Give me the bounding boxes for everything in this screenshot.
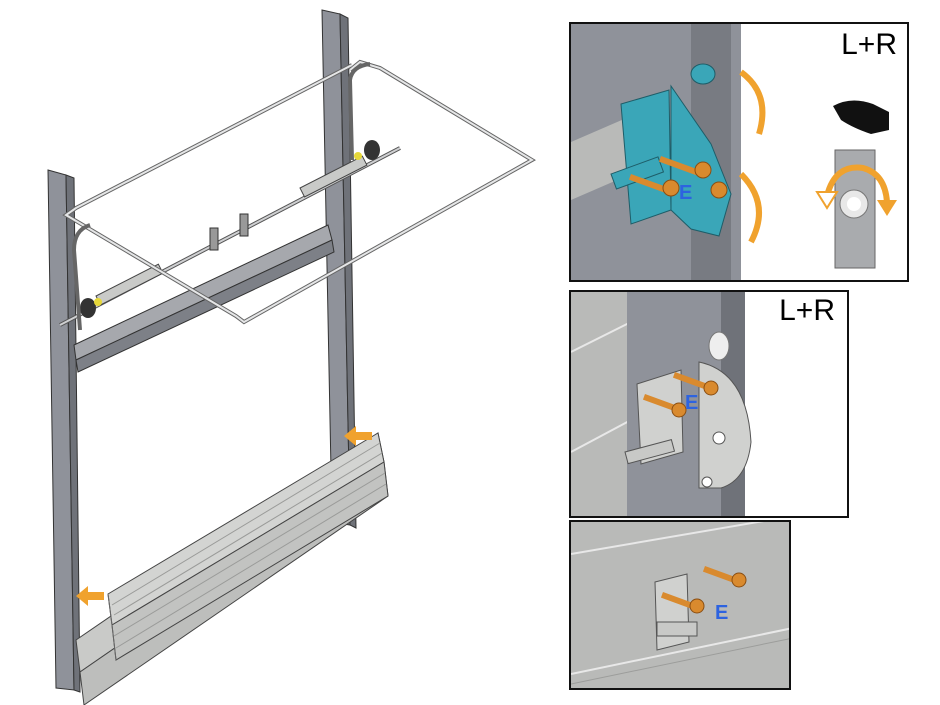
rotate-arrows-icon (739, 69, 766, 135)
rotate-arrows-icon (824, 164, 890, 203)
side-label: L+R (835, 28, 903, 62)
insertion-arrow-icon (76, 586, 104, 606)
part-label: E (685, 392, 699, 414)
door-section-lower (107, 432, 385, 626)
door-frame-assembly (47, 9, 536, 705)
spring-right (299, 155, 368, 198)
part-label: E (679, 182, 693, 204)
hinge-plate (654, 573, 690, 651)
part-label: E (715, 602, 729, 624)
hand-icon (833, 100, 889, 134)
detail-middle-panel: L+R E (569, 290, 849, 518)
cable-drum-right (364, 140, 380, 160)
detail-top-panel: L+R E (569, 22, 909, 282)
insertion-arrow-icon (344, 426, 372, 446)
cable-drum-left (80, 298, 96, 318)
spring-left (95, 263, 164, 306)
side-label: L+R (773, 294, 841, 328)
detail-bottom-panel: E (569, 520, 791, 690)
